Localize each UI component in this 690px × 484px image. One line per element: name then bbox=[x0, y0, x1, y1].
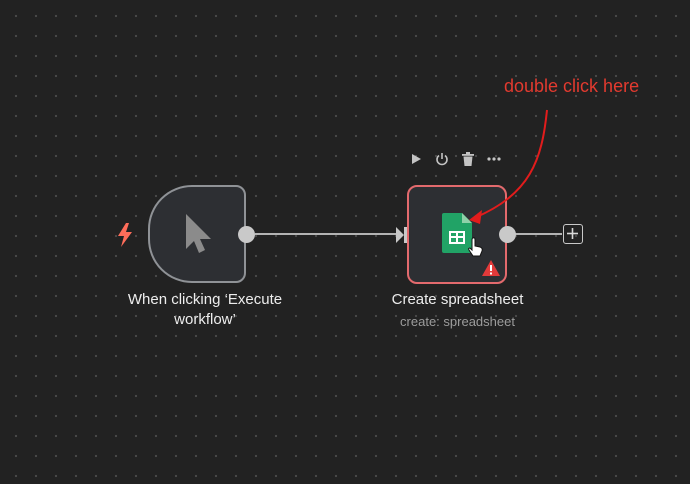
power-icon[interactable] bbox=[432, 149, 452, 169]
play-icon[interactable] bbox=[406, 149, 426, 169]
warning-triangle-icon bbox=[482, 260, 500, 276]
lightning-bolt-icon bbox=[115, 222, 135, 248]
google-sheets-icon bbox=[442, 213, 472, 253]
hand-pointer-cursor-icon bbox=[468, 237, 483, 257]
annotation-arrow bbox=[469, 109, 548, 224]
annotation-text: double click here bbox=[504, 76, 640, 96]
trigger-output-handle[interactable] bbox=[238, 226, 255, 243]
action-node-subtitle: create: spreadsheet bbox=[400, 314, 515, 329]
action-output-handle[interactable] bbox=[499, 226, 516, 243]
cursor-arrow-icon bbox=[186, 214, 211, 253]
trigger-node-manual[interactable] bbox=[148, 185, 246, 283]
action-node-label: Create spreadsheet bbox=[391, 291, 524, 308]
more-horizontal-icon[interactable] bbox=[484, 149, 504, 169]
trigger-node-label: When clicking ‘Execute workflow’ bbox=[127, 291, 283, 328]
node-toolbar bbox=[406, 149, 504, 169]
plus-icon bbox=[567, 228, 578, 239]
trash-icon[interactable] bbox=[458, 149, 478, 169]
action-node-create-spreadsheet[interactable] bbox=[407, 185, 507, 284]
add-node-button[interactable] bbox=[563, 224, 583, 244]
